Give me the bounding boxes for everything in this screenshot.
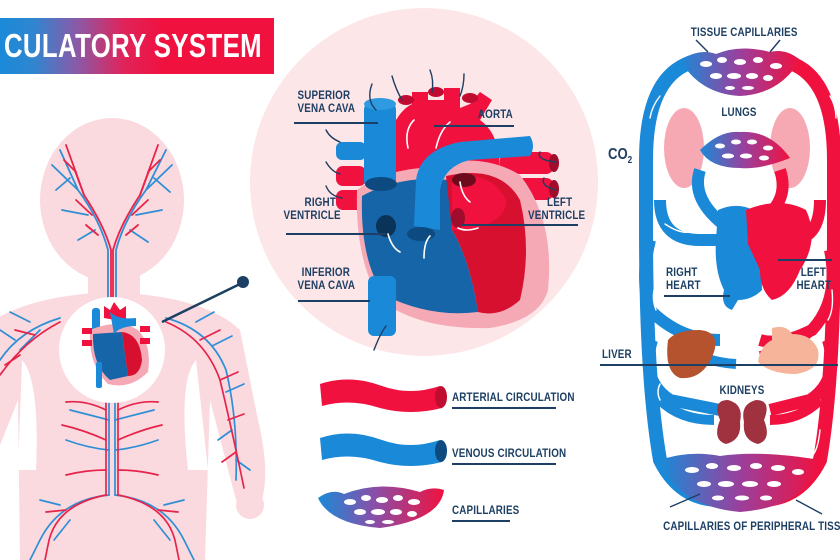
tissue-capillaries-bed	[680, 48, 800, 96]
stomach-icon	[758, 326, 819, 374]
label-line: LEFT	[800, 265, 826, 279]
label-line: RIGHT	[666, 265, 698, 279]
artery-tube-icon	[320, 379, 447, 412]
legend-capillaries-label: CAPILLARIES	[452, 503, 520, 517]
label-superior-vena-cava: SUPERIOR VENA CAVA	[297, 88, 356, 115]
rule-left-ventricle	[462, 224, 578, 226]
label-co2: CO2	[608, 146, 632, 166]
rule-right-ventricle	[286, 233, 386, 235]
rule-right-heart	[664, 295, 730, 297]
vein-tube-icon	[320, 433, 447, 466]
label-line: LEFT	[547, 195, 573, 209]
label-kidneys: KIDNEYS	[719, 383, 765, 397]
label-line: HEART	[796, 278, 832, 292]
label-line: VENA CAVA	[297, 101, 356, 115]
label-peripheral-capillaries: CAPILLARIES OF PERIPHERAL TISSUES	[663, 519, 840, 533]
pointer-line	[161, 281, 243, 324]
label-aorta: AORTA	[477, 107, 513, 121]
label-left-heart: LEFT HEART	[796, 265, 832, 292]
label-line: VENTRICLE	[528, 208, 586, 222]
capillaries-icon	[318, 486, 444, 528]
co2-text: CO	[608, 146, 628, 163]
co2-subscript: 2	[627, 155, 633, 167]
pointer-dot	[237, 276, 249, 288]
legend-arterial-label: ARTERIAL CIRCULATION	[452, 390, 575, 404]
kidney-left	[717, 400, 741, 444]
label-liver: LIVER	[602, 347, 632, 361]
torso-vessels	[0, 311, 251, 560]
lungs-left	[664, 108, 704, 188]
legend-venous-rule	[452, 463, 556, 465]
head-vessels	[51, 144, 173, 301]
page-title: CULATORY SYSTEM	[3, 27, 263, 64]
circuit-left-heart	[746, 203, 812, 300]
rule-liver	[600, 364, 838, 366]
title-banner	[0, 18, 274, 74]
circuit-diagram	[639, 39, 840, 515]
label-line: VENA CAVA	[297, 278, 356, 292]
legend-capillaries-rule	[452, 520, 510, 522]
label-line: RIGHT	[304, 195, 336, 209]
lungs-right	[770, 108, 810, 188]
label-right-heart: RIGHT HEART	[666, 266, 701, 292]
rule-superior-vena-cava	[294, 122, 378, 124]
label-left-ventricle: LEFT VENTRICLE	[528, 195, 586, 222]
rule-aorta	[434, 125, 514, 127]
label-inferior-vena-cava: INFERIOR VENA CAVA	[297, 265, 356, 292]
legend-arterial-rule	[452, 407, 556, 409]
mini-heart	[59, 297, 165, 403]
label-line: INFERIOR	[301, 265, 350, 279]
label-tissue-capillaries: TISSUE CAPILLARIES	[690, 25, 798, 39]
legend-venous-label: VENOUS CIRCULATION	[452, 446, 567, 460]
heart-diagram	[325, 69, 559, 351]
kidney-right	[743, 400, 767, 444]
rule-inferior-vena-cava	[298, 300, 370, 302]
peripheral-capillaries-bed	[660, 453, 820, 512]
label-right-ventricle: RIGHT VENTRICLE	[283, 195, 341, 222]
label-lungs: LUNGS	[721, 105, 757, 119]
liver-icon	[667, 330, 716, 379]
label-line: SUPERIOR	[297, 88, 351, 102]
label-line: HEART	[666, 278, 701, 292]
label-line: VENTRICLE	[283, 208, 341, 222]
rule-left-heart	[778, 259, 832, 261]
